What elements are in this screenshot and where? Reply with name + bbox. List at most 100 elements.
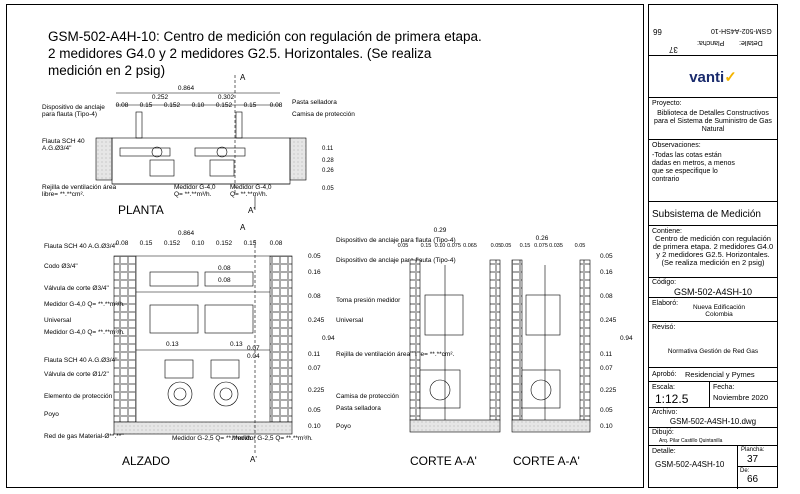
alzado-inner-2: 0.13 [166,341,179,348]
escala-value: 1:12.5 [655,392,689,406]
alzado-vdim-7: 0.225 [308,387,325,394]
dibujo-value: Arq. Pilar Castillo Quintanilla [659,438,723,444]
alzado-left-label-4: Universal [44,317,72,324]
corte2-top: 0.26 [536,235,549,242]
alzado-vdim-3: 0.245 [308,317,325,324]
alzado-left-label-8: Elemento de protección [44,393,113,400]
alzado-dim-1: 0.15 [140,240,153,247]
alzado-inner-1: 0.08 [218,277,231,284]
alzado-section-a-prime: A' [250,455,257,464]
detalle-value: GSM-502-A4SH-10 [711,27,772,34]
planta-dim-0: 0.08 [116,102,129,109]
section-marker-a-prime: A' [248,206,255,215]
corte2-dim-0: 0.15 [520,243,531,249]
alzado-left-label-2: Válvula de corte Ø3/4" [44,285,110,292]
alzado-left-label-5: Medidor G-4,0 Q= **.**m³/h. [44,329,125,336]
elaboro-row: Elaboró: Nueva Edificación Colombia [649,297,777,321]
plancha2-value: 37 [747,454,759,465]
codigo-row: Código: GSM-502-A4SH-10 [649,277,777,297]
alzado-right-label-4: Rejilla de ventilación área libre= **.**… [336,351,455,358]
alzado-vdim-9: 0.10 [308,423,321,430]
corte1-outer-1: 0.05 [491,243,502,249]
section-marker-a: A [240,73,246,82]
planta-title: PLANTA [118,203,164,217]
alzado-dim-5: 0.15 [244,240,257,247]
alzado-left-label-9: Poyo [44,411,59,418]
planta-pasta: Pasta selladora [292,99,337,106]
footer-divider [737,446,738,489]
planta-dim-b: 0.302 [218,94,235,101]
corte1-title: CORTE A-A' [410,454,477,468]
aprobo-row: Aprobó: Residencial y Pymes [649,367,777,381]
alzado-inner-4: 0.07 [247,345,260,352]
alzado-vdim-4: 0.94 [322,335,335,342]
planta-dim-3: 0.10 [192,102,205,109]
alzado-section-a: A [240,223,246,232]
corte2-vdim-7: 0.225 [600,387,617,394]
corte1-dim-1: 0.10 [435,243,446,249]
planta-dim-4: 0.152 [216,102,233,109]
planta-vdim-0: 0.11 [322,146,334,152]
planta-vdim-2: 0.26 [322,168,334,174]
detalle2-label: Detalle: [652,448,676,455]
alzado-vdim-2: 0.08 [308,293,321,300]
de-label: De: [740,468,750,474]
subsistema-row: Subsistema de Medición [649,201,777,225]
escala-divider [709,382,710,407]
proyecto-value: Biblioteca de Detalles Constructivos par… [654,110,772,133]
corte2-vdim-5: 0.11 [600,351,613,358]
planta-view [95,75,307,210]
planta-dim-total: 0.864 [178,85,195,92]
alzado-inner-5: 0.04 [247,353,260,360]
archivo-label: Archivo: [652,409,678,416]
contiene-value: Centro de medición con regulación de pri… [652,234,774,267]
alzado-right-label-7: Poyo [336,423,351,430]
corte2-vdim-4: 0.94 [620,335,633,342]
de-value: 66 [747,474,759,485]
planta-med1: Medidor G-4,0 Q= **.**m³/h. [174,184,216,198]
brand-row: vanti✓ [649,55,777,97]
planta-vdim-1: 0.28 [322,158,334,164]
corte1-top: 0.29 [434,227,447,234]
alzado-right-label-0: Dispositivo de anclaje para flauta (Tipo… [336,237,456,244]
footer-hline [737,466,777,467]
aprobo-label: Aprobó: [652,371,677,378]
planta-flauta: Flauta SCH 40 A.G.Ø3/4" [42,138,85,152]
alzado-right-label-3: Universal [336,317,364,324]
title-block: 66 Plancha: 37 Detalle: GSM-502-A4SH-10 … [648,4,778,489]
alzado-right-label-5: Camisa de protección [336,393,399,400]
planta-vdim-3: 0.05 [322,186,334,192]
alzado-title: ALZADO [122,454,170,468]
corte2-vdim-1: 0.16 [600,269,613,276]
contiene-label: Contiene: [652,228,682,235]
corte1-outer-0: 0.05 [398,243,409,249]
drawing-frame [6,4,644,488]
codigo-label: Código: [652,279,677,286]
subsistema-value: Subsistema de Medición [652,209,761,220]
corte2-view [511,259,591,433]
escala-row: Escala: 1:12.5 Fecha: Noviembre 2020 [649,381,777,407]
alzado-left-label-10: Red de gas Material-Ø**.**" [44,433,124,440]
codigo-value: GSM-502-A4SH-10 [673,287,753,297]
brand-check-icon: ✓ [724,69,737,86]
corte2-vdim-9: 0.10 [600,423,613,430]
archivo-row: Archivo: GSM-502-A4SH-10.dwg [649,407,777,427]
alzado-dim-0: 0.08 [116,240,129,247]
planta-dim-a: 0.252 [152,94,169,101]
planta-dim-5: 0.15 [244,102,257,109]
alzado-left-label-6: Flauta SCH 40 A.G.Ø3/4" [44,357,118,364]
sheet-number: 66 [653,27,662,36]
corte2-dim-2: 0.035 [549,243,563,249]
alzado-vdim-5: 0.11 [308,351,321,358]
corte2-vdim-0: 0.05 [600,253,613,260]
planta-anclaje: Dispositivo de anclaje para flauta (Tipo… [42,104,105,118]
obs-value: -Todas las cotas están dadas en metros, … [652,152,735,183]
alzado-dim-6: 0.08 [270,240,283,247]
dibujo-label: Dibujó: [652,429,674,436]
corte2-outer-1: 0.05 [575,243,586,249]
corte1-view [409,259,501,433]
brand-logo: vanti✓ [649,68,777,86]
plancha2-label: Plancha: [741,447,765,453]
dibujo-row: Dibujó: Arq. Pilar Castillo Quintanilla [649,427,777,445]
brand-name: vanti [689,69,725,86]
